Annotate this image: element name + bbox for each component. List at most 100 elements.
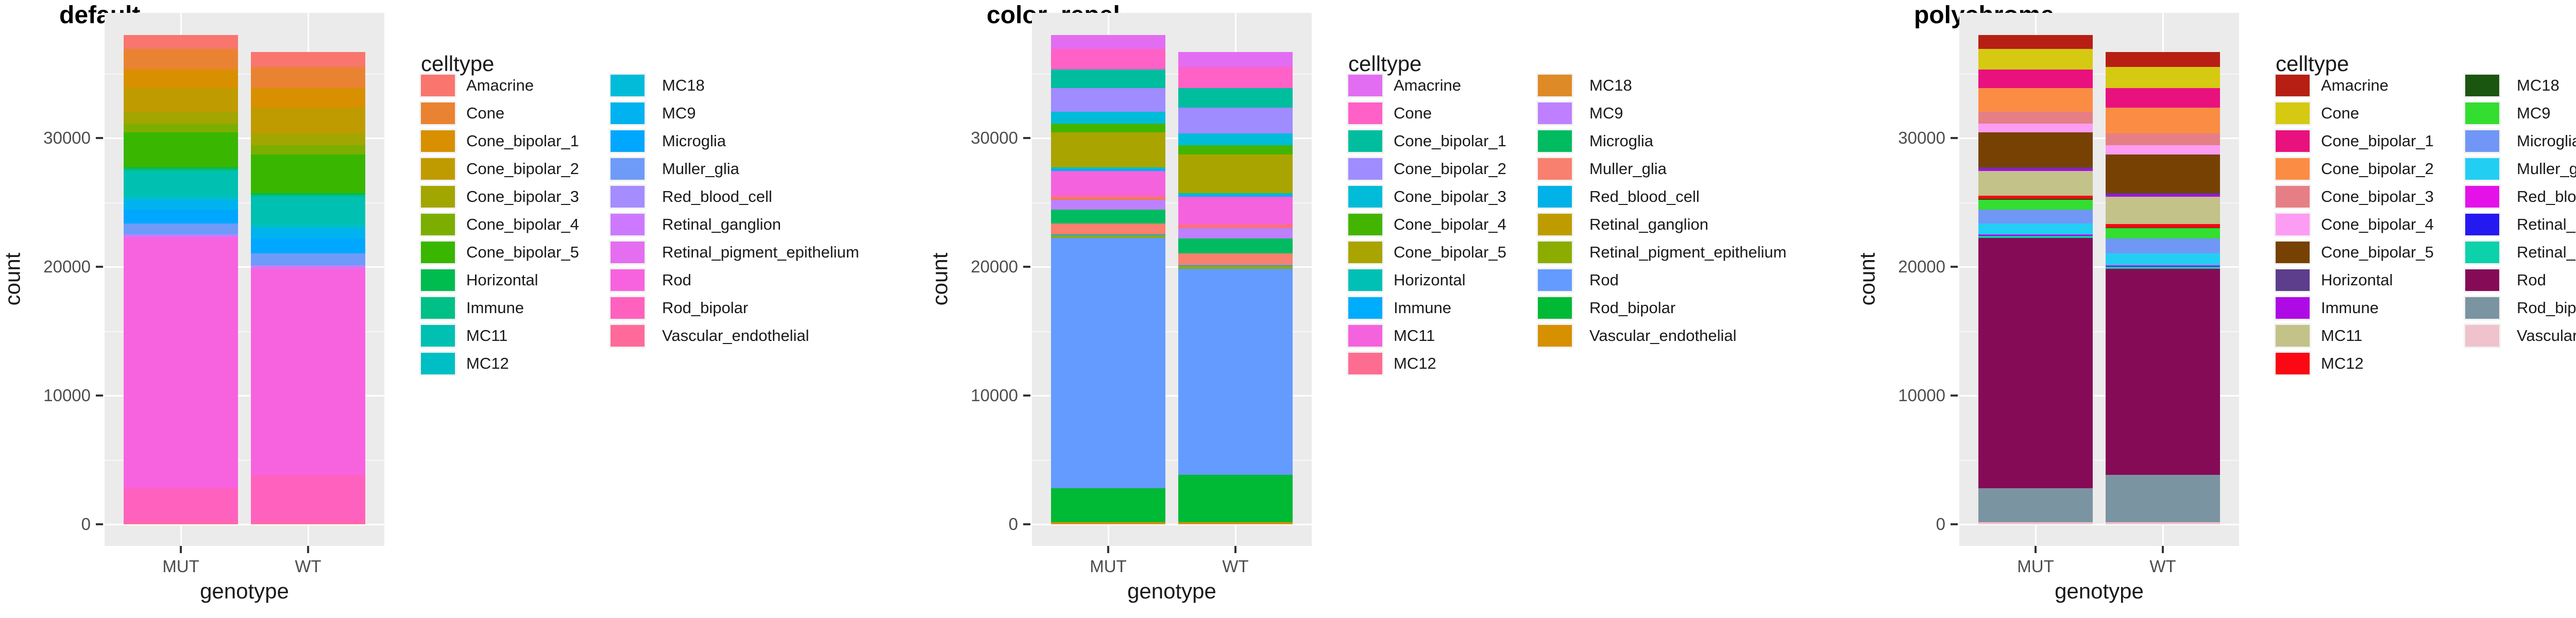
legend-label-cone_bipolar_2: Cone_bipolar_2 xyxy=(2321,160,2434,178)
legend-label-mc18: MC18 xyxy=(2517,76,2560,94)
legend-label-retinal_pigment_epithelium: Retinal_pigment_epithelium xyxy=(662,243,859,261)
legend-label-horizontal: Horizontal xyxy=(466,271,538,289)
legend-label-rod_bipolar: Rod_bipolar xyxy=(662,299,749,317)
legend-label-amacrine: Amacrine xyxy=(1394,76,1461,94)
y-tick-mark xyxy=(96,137,103,139)
legend-label-mc18: MC18 xyxy=(662,76,705,94)
gridline-minor xyxy=(1032,202,1312,203)
bar-segment-red_blood_cell xyxy=(1978,234,2093,235)
legend-key-retinal_ganglion xyxy=(2465,214,2499,235)
legend-key-vascular_endothelial xyxy=(2465,325,2499,347)
bar-segment-rod_bipolar xyxy=(1051,488,1165,523)
legend-key-cone_bipolar_2 xyxy=(421,158,455,180)
y-tick-mark xyxy=(1023,394,1030,397)
bar-segment-muller_glia xyxy=(2106,253,2220,265)
bar-segment-amacrine xyxy=(1978,35,2093,49)
legend-title: celltype xyxy=(2276,52,2349,76)
legend-key-mc9 xyxy=(611,102,645,124)
bar-segment-microglia xyxy=(251,238,365,253)
legend-key-mc12 xyxy=(2276,353,2310,374)
y-tick-mark xyxy=(1951,523,1958,525)
bar-segment-mc12 xyxy=(2106,224,2220,228)
bar-segment-cone_bipolar_5 xyxy=(1178,154,1293,193)
legend-key-cone_bipolar_3 xyxy=(2276,186,2310,208)
legend-key-cone_bipolar_1 xyxy=(1348,130,1382,152)
legend-label-red_blood_cell: Red_blood_cell xyxy=(662,187,772,205)
x-tick-label: WT xyxy=(1222,557,1249,576)
legend-label-mc12: MC12 xyxy=(2321,354,2364,372)
legend-key-rod xyxy=(2465,269,2499,291)
bar-segment-cone_bipolar_2 xyxy=(1051,88,1165,112)
bar-segment-cone xyxy=(1178,66,1293,88)
bar-segment-cone_bipolar_1 xyxy=(1178,88,1293,108)
bar-segment-amacrine xyxy=(1051,35,1165,49)
bar-segment-retinal_pigment_epithelium xyxy=(1051,236,1165,238)
bar-segment-immune xyxy=(2106,195,2220,197)
bar-segment-cone_bipolar_4 xyxy=(251,145,365,154)
legend-label-cone: Cone xyxy=(1394,104,1432,122)
legend-label-rod: Rod xyxy=(2517,271,2546,289)
bar-segment-retinal_ganglion xyxy=(251,266,365,267)
bar-segment-immune xyxy=(1051,168,1165,171)
y-tick-label: 0 xyxy=(1008,514,1018,534)
bar-segment-cone_bipolar_3 xyxy=(1978,112,2093,124)
bar-segment-horizontal xyxy=(1051,167,1165,169)
bar-segment-mc11 xyxy=(2106,197,2220,224)
bar-segment-mc9 xyxy=(2106,228,2220,239)
legend-label-retinal_ganglion: Retinal_ganglion xyxy=(662,215,781,233)
y-tick-label: 20000 xyxy=(1898,257,1945,276)
y-tick-mark xyxy=(1023,266,1030,268)
bar-segment-immune xyxy=(1978,168,2093,171)
x-tick-mark xyxy=(2162,546,2164,553)
legend-label-mc9: MC9 xyxy=(662,104,696,122)
legend-label-cone_bipolar_5: Cone_bipolar_5 xyxy=(1394,243,1506,261)
legend-label-mc9: MC9 xyxy=(1589,104,1623,122)
bar-segment-retinal_ganglion xyxy=(124,235,238,236)
legend-label-cone_bipolar_5: Cone_bipolar_5 xyxy=(466,243,579,261)
legend-title: celltype xyxy=(1348,52,1422,76)
bar-segment-retinal_pigment_epithelium xyxy=(1178,267,1293,269)
bar-segment-cone_bipolar_1 xyxy=(1978,69,2093,89)
bar-segment-mc12 xyxy=(1978,195,2093,199)
legend-key-rod_bipolar xyxy=(1538,297,1572,319)
legend-label-retinal_ganglion: Retinal_ganglion xyxy=(1589,215,1708,233)
legend-key-rod_bipolar xyxy=(611,297,645,319)
subplot-polychrome: polychrome count 0 10000 20000 30000 MUT… xyxy=(1855,0,2576,618)
y-tick-label: 10000 xyxy=(1898,386,1945,405)
bar-segment-amacrine xyxy=(1178,52,1293,67)
bar-segment-mc9 xyxy=(124,199,238,210)
bar-segment-cone_bipolar_1 xyxy=(124,69,238,89)
legend-key-horizontal xyxy=(421,269,455,291)
bar-segment-mc18 xyxy=(2106,227,2220,229)
bar-segment-cone_bipolar_1 xyxy=(251,88,365,108)
legend-key-vascular_endothelial xyxy=(1538,325,1572,347)
legend-label-immune: Immune xyxy=(2321,299,2379,317)
legend-label-retinal_ganglion: Retinal_ganglion xyxy=(2517,215,2576,233)
legend-key-mc11 xyxy=(2276,325,2310,347)
bar-segment-horizontal xyxy=(251,193,365,195)
gridline-major xyxy=(1959,524,2239,525)
bar-segment-muller_glia xyxy=(124,223,238,234)
bar-segment-microglia xyxy=(124,209,238,224)
legend-key-retinal_ganglion xyxy=(611,214,645,235)
bar-segment-immune xyxy=(124,168,238,171)
y-tick-label: 30000 xyxy=(43,128,91,147)
legend-key-horizontal xyxy=(1348,269,1382,291)
y-tick-label: 0 xyxy=(81,514,91,534)
legend-key-cone xyxy=(1348,102,1382,124)
y-tick-mark xyxy=(96,523,103,525)
y-tick-label: 30000 xyxy=(971,128,1018,147)
legend-key-cone xyxy=(421,102,455,124)
legend-label-retinal_pigment_epithelium: Retinal_pigment_epithelium xyxy=(2517,243,2576,261)
legend-label-horizontal: Horizontal xyxy=(2321,271,2393,289)
x-tick-mark xyxy=(1234,546,1236,553)
bar-segment-amacrine xyxy=(124,35,238,49)
bar-segment-mc12 xyxy=(124,195,238,199)
legend-label-cone_bipolar_1: Cone_bipolar_1 xyxy=(2321,132,2434,150)
gridline-minor xyxy=(1032,331,1312,332)
x-axis-title: genotype xyxy=(1127,579,1216,603)
bar-segment-vascular_endothelial xyxy=(124,522,238,524)
bar-segment-cone_bipolar_2 xyxy=(1178,107,1293,133)
legend-key-cone_bipolar_1 xyxy=(421,130,455,152)
